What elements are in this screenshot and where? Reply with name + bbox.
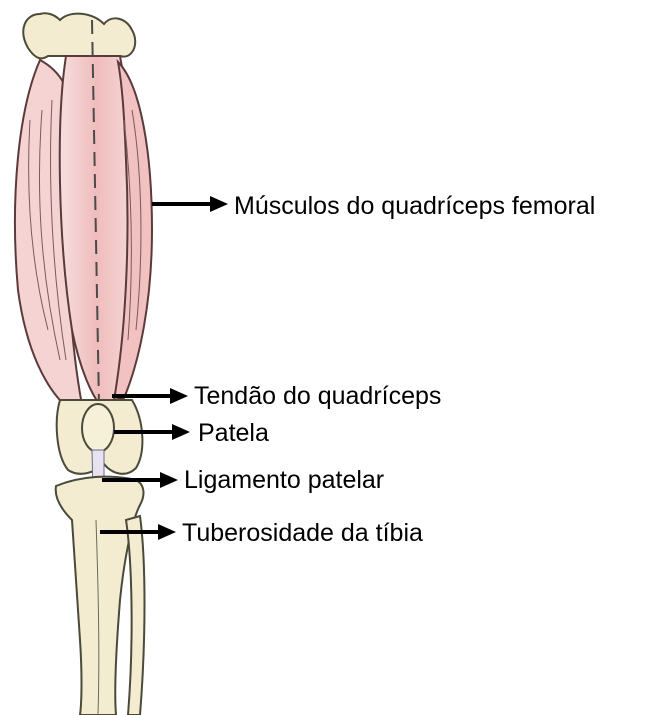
label-quadriceps-tendon: Tendão do quadríceps: [194, 382, 441, 410]
patella-bone: [82, 404, 114, 452]
label-quadriceps-muscles: Músculos do quadríceps femoral: [234, 192, 595, 220]
arrow-quadriceps-muscles: [152, 196, 228, 212]
label-patella: Patela: [198, 419, 269, 447]
label-tibial-tuberosity: Tuberosidade da tíbia: [182, 519, 423, 547]
fibula-bone: [126, 516, 145, 715]
label-patellar-ligament: Ligamento patelar: [184, 466, 384, 494]
femur-head: [23, 13, 135, 58]
